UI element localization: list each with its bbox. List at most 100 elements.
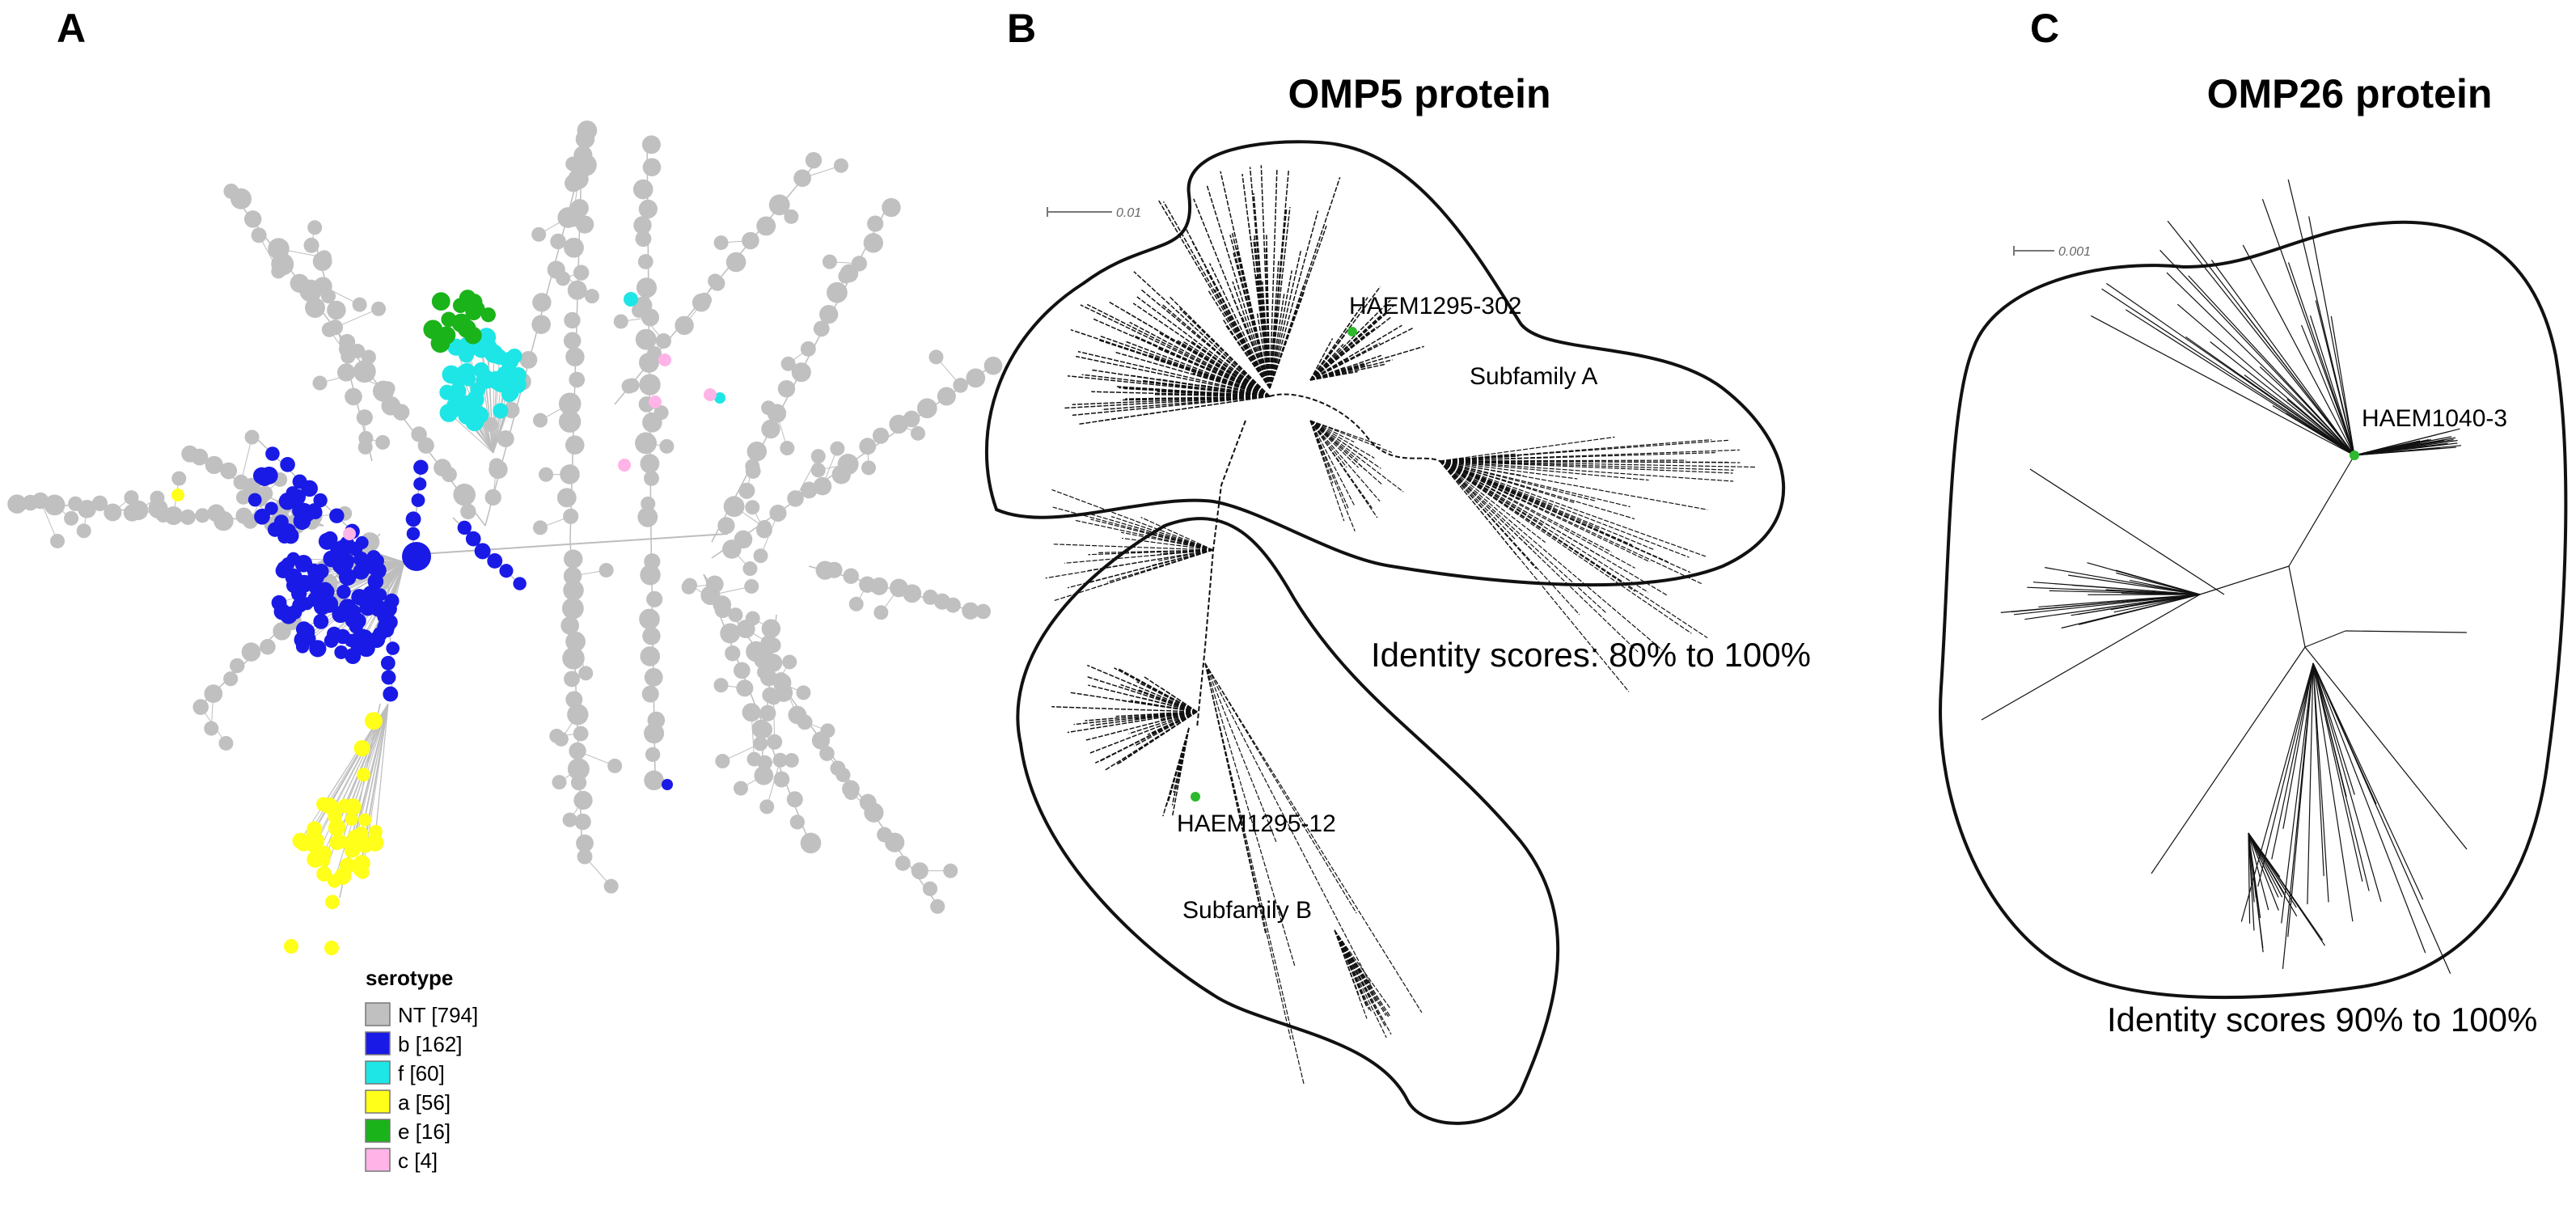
tree-node (312, 375, 328, 391)
tree-node (833, 158, 848, 173)
branch (1120, 683, 1198, 713)
tree-node (493, 403, 509, 419)
tree-node (406, 527, 421, 541)
branch (2354, 447, 2441, 456)
tree-node (44, 494, 66, 516)
tree-node (484, 489, 501, 506)
tree-node (848, 596, 864, 611)
taxon-label: HAEM1040-3 (2362, 405, 2507, 432)
branch (2068, 574, 2201, 595)
tree-node (383, 686, 399, 702)
branch (1134, 711, 1198, 747)
tree-node (329, 835, 345, 850)
branch (1439, 460, 1508, 463)
branch (1253, 192, 1271, 389)
tree-edge (374, 703, 389, 832)
tree-node (757, 519, 772, 535)
tree-node (745, 463, 761, 479)
tree-node (313, 563, 329, 579)
tree-node (531, 315, 551, 335)
branch (2130, 579, 2201, 595)
tree-node (171, 471, 187, 486)
tree-node (826, 561, 843, 578)
tree-node (561, 597, 584, 620)
branch (1334, 929, 1390, 1009)
branch (1086, 664, 1198, 713)
tree-node (564, 671, 580, 688)
tree-node (470, 382, 486, 398)
tree-node (873, 605, 889, 620)
branch (1110, 515, 1214, 551)
tree-node (675, 315, 694, 336)
branch (1334, 929, 1373, 1005)
tree-node (282, 527, 299, 544)
tree-node (558, 410, 582, 433)
tree-node (642, 627, 661, 645)
branch (2248, 832, 2264, 949)
branch (1309, 420, 1368, 460)
branch (1439, 460, 1525, 497)
branch (2210, 341, 2355, 456)
tree-node (747, 441, 768, 462)
branch (1439, 460, 1516, 540)
tree-node (870, 577, 889, 595)
tree-nodes (7, 120, 1003, 955)
branch (2261, 198, 2355, 456)
tree-node (700, 585, 721, 606)
branch (1204, 662, 1423, 1013)
tree-node (286, 486, 299, 500)
tree-node (369, 824, 383, 839)
tree-node (455, 395, 471, 410)
tree-node (639, 608, 660, 630)
branch (1309, 420, 1375, 459)
tree-node (353, 826, 369, 841)
tree-node (309, 640, 327, 658)
tree-node (861, 460, 876, 476)
tree-node (218, 735, 234, 751)
legend-item-label: a [56] (398, 1090, 450, 1115)
tree-node (260, 639, 276, 655)
tree-node (329, 508, 345, 523)
tree-node (713, 235, 729, 251)
tree-node (636, 277, 658, 298)
tree-node (271, 264, 286, 279)
tree-node (962, 602, 979, 620)
tree-node (569, 742, 586, 760)
tree-node (531, 226, 547, 242)
tree-node (292, 474, 307, 489)
branch (1439, 460, 1537, 569)
branch (2027, 586, 2201, 595)
tree-node (573, 790, 593, 810)
tree-node (334, 645, 349, 659)
tree-node (800, 481, 818, 499)
branch (1309, 332, 1369, 381)
taxon-marker-a (1347, 327, 1357, 336)
tree-node (327, 319, 344, 336)
branch (1439, 449, 1741, 462)
branch (1159, 332, 1271, 397)
branch (1439, 460, 1692, 634)
tree-node (271, 594, 287, 611)
panel-b-omp5-tree: OMP5 protein 0.01 HAEM1295-302 Subfamily… (984, 71, 1811, 1125)
tree-node (480, 307, 496, 323)
tree-node (489, 459, 508, 480)
omp26-identity-scores: Identity scores 90% to 100% (2107, 1001, 2537, 1039)
tree-node (441, 311, 457, 328)
tree-node (356, 768, 370, 782)
tree-node (68, 496, 83, 511)
branch (1981, 594, 2201, 721)
branch (2312, 662, 2382, 902)
branch (1439, 460, 1733, 474)
branch (1309, 420, 1381, 446)
tree-node (830, 441, 845, 456)
tree-node (742, 561, 758, 577)
tree-node (484, 344, 504, 364)
branch (1158, 200, 1271, 389)
omp5-identity-scores: Identity scores: 80% to 100% (1371, 636, 1811, 674)
tree-node (405, 511, 421, 527)
branch (1196, 420, 1246, 729)
branch (1106, 549, 1214, 583)
taxon-label-a: HAEM1295-302 (1349, 293, 1521, 319)
branch (1309, 420, 1355, 443)
